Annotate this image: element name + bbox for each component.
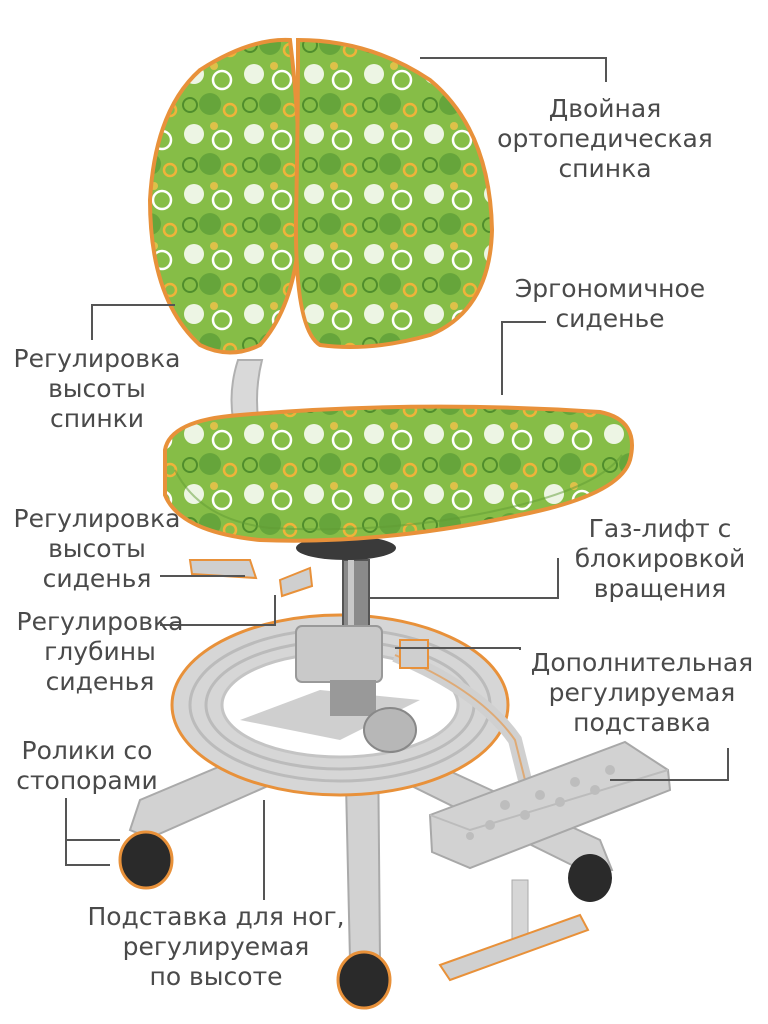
callout-line: Регулировка	[16, 607, 184, 636]
callout-seat-height: Регулировка высоты сиденья	[4, 504, 190, 594]
callout-line: Эргономичное	[514, 274, 706, 303]
gas-lift	[295, 536, 417, 753]
callout-seat-depth: Регулировка глубины сиденья	[10, 607, 190, 697]
callout-line: сиденья	[45, 667, 155, 696]
leader-lines	[65, 57, 729, 900]
adjustment-levers	[188, 559, 314, 598]
callout-gas-lift: Газ-лифт с блокировкой вращения	[560, 514, 760, 604]
callout-extra-footrest: Дополнительная регулируемая подставка	[520, 648, 764, 738]
backrest-right	[293, 37, 495, 350]
callout-line: регулируемая	[548, 678, 736, 707]
callout-line: Двойная	[548, 94, 662, 123]
callout-line: ортопедическая	[497, 124, 713, 153]
callout-footrest-ring: Подставка для ног, регулируемая по высот…	[78, 902, 354, 992]
callout-line: высоты	[48, 374, 146, 403]
callout-line: Регулировка	[13, 504, 181, 533]
callout-line: подставка	[573, 708, 711, 737]
callout-casters: Ролики со стопорами	[4, 736, 170, 796]
callout-line: спинки	[49, 404, 145, 433]
callout-line: Подставка для ног,	[87, 902, 345, 931]
callout-line: Дополнительная	[530, 648, 754, 677]
callout-line: глубины	[44, 637, 156, 666]
callout-line: блокировкой	[574, 544, 746, 573]
callout-line: регулируемая	[122, 932, 310, 961]
callout-line: по высоте	[149, 962, 283, 991]
callout-line: сиденья	[42, 564, 152, 593]
callout-line: спинка	[558, 154, 652, 183]
callout-line: стопорами	[16, 766, 158, 795]
callout-line: высоты	[48, 534, 146, 563]
extra-footrest	[428, 740, 672, 982]
callout-line: вращения	[593, 574, 727, 603]
callout-ergo-seat: Эргономичное сиденье	[500, 274, 720, 334]
callout-line: Газ-лифт с	[588, 514, 732, 543]
callout-line: сиденье	[555, 304, 665, 333]
callout-back-height: Регулировка высоты спинки	[4, 344, 190, 434]
callout-double-back: Двойная ортопедическая спинка	[480, 94, 730, 184]
callout-line: Ролики со	[21, 736, 153, 765]
callout-line: Регулировка	[13, 344, 181, 373]
